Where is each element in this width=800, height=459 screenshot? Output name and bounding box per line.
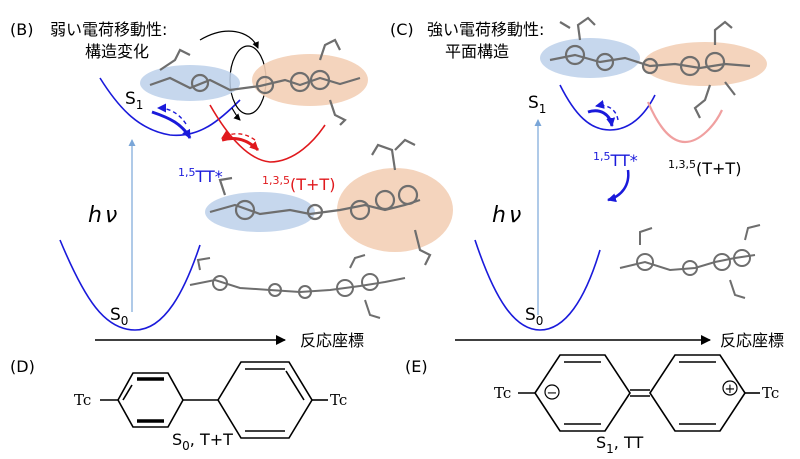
panel-c-tpt-label: 1,3,5(T+T) xyxy=(668,158,741,178)
panel-b-rotation-arrow-top xyxy=(199,30,259,49)
panel-b-s0-label: S0 xyxy=(110,305,128,328)
panel-d-benzene-left xyxy=(117,372,184,428)
panel-e-minus-symbol: − xyxy=(547,386,558,401)
panel-b-donor-highlight-mid xyxy=(205,192,315,232)
panel-b: (B) 弱い電荷移動性: 構造変化 xyxy=(10,20,453,350)
panel-e-ring-left xyxy=(534,354,631,432)
panel-d-benzene-right xyxy=(217,361,313,439)
panel-c-label: (C) xyxy=(390,20,414,39)
panel-d-tc-left: Tc xyxy=(74,391,91,409)
panel-e-caption: S1, TT xyxy=(596,433,643,455)
panel-e-label: (E) xyxy=(405,357,428,376)
panel-c-molecule-ground xyxy=(619,224,761,299)
panel-b-reaction-axis-label: 反応座標 xyxy=(300,331,364,350)
panel-b-rotation-arrow-bottom xyxy=(231,107,241,121)
panel-c-s0-label: S0 xyxy=(525,305,543,328)
panel-b-acceptor-highlight-mid xyxy=(337,168,453,252)
panel-b-molecule-ground xyxy=(189,254,406,319)
panel-d: (D) Tc Tc S0, T+T xyxy=(10,357,347,453)
panel-c-forward-arrow xyxy=(587,109,616,127)
panel-c-decay-arrow xyxy=(607,169,630,203)
panel-b-donor-highlight xyxy=(140,65,240,101)
panel-c-tt-label: 1,5TT* xyxy=(593,150,638,170)
panel-c-reaction-axis-label: 反応座標 xyxy=(720,331,784,350)
panel-b-tt-label: 1,5TT* xyxy=(178,166,223,186)
panel-d-caption: S0, T+T xyxy=(172,430,233,453)
panel-e-tc-left: Tc xyxy=(494,384,511,402)
panel-b-singlet-fission-arrow xyxy=(151,110,192,139)
panel-e-plus-charge xyxy=(722,380,738,396)
panel-c-title-line1: 強い電荷移動性: xyxy=(427,20,544,39)
panel-c-s1-curve xyxy=(559,84,656,131)
panel-b-title-line2: 構造変化 xyxy=(85,42,149,61)
panel-d-tc-right: Tc xyxy=(330,391,347,409)
panel-e-plus-symbol: + xyxy=(725,382,736,397)
panel-b-tpt-label: 1,3,5(T+T) xyxy=(262,174,335,194)
panel-c-s0-curve xyxy=(474,239,601,331)
panel-b-s0-curve xyxy=(59,239,201,331)
panel-b-s1-label: S1 xyxy=(125,89,143,112)
panel-d-label: (D) xyxy=(10,357,35,376)
panel-b-s1-curve xyxy=(99,77,241,137)
panel-e-tc-right: Tc xyxy=(762,384,779,402)
panel-c-tt-curve xyxy=(646,101,723,144)
panel-b-title-line1: 弱い電荷移動性: xyxy=(50,20,167,39)
panel-c-donor-highlight xyxy=(540,38,640,78)
panel-b-molecule-twisted xyxy=(140,38,368,126)
panel-c-molecule-planar xyxy=(540,16,767,119)
panel-b-reverse-arrow xyxy=(157,103,187,125)
panel-c-acceptor-highlight xyxy=(643,42,767,86)
panel-e: (E) − + Tc Tc S1, TT xyxy=(405,354,779,456)
panel-c: (C) 強い電荷移動性: 平面構造 xyxy=(390,16,784,350)
panel-b-red-reverse-arrow xyxy=(221,130,256,141)
panel-c-s1-label: S1 xyxy=(528,93,546,116)
panel-c-reverse-arrow xyxy=(595,100,619,121)
panel-b-molecule-mid xyxy=(205,138,453,266)
panel-e-minus-charge xyxy=(544,384,560,400)
panel-b-red-forward-arrow xyxy=(221,136,260,152)
panel-c-title-line2: 平面構造 xyxy=(445,42,509,61)
panel-b-label: (B) xyxy=(10,20,33,39)
panel-b-tt-curve xyxy=(209,104,326,163)
